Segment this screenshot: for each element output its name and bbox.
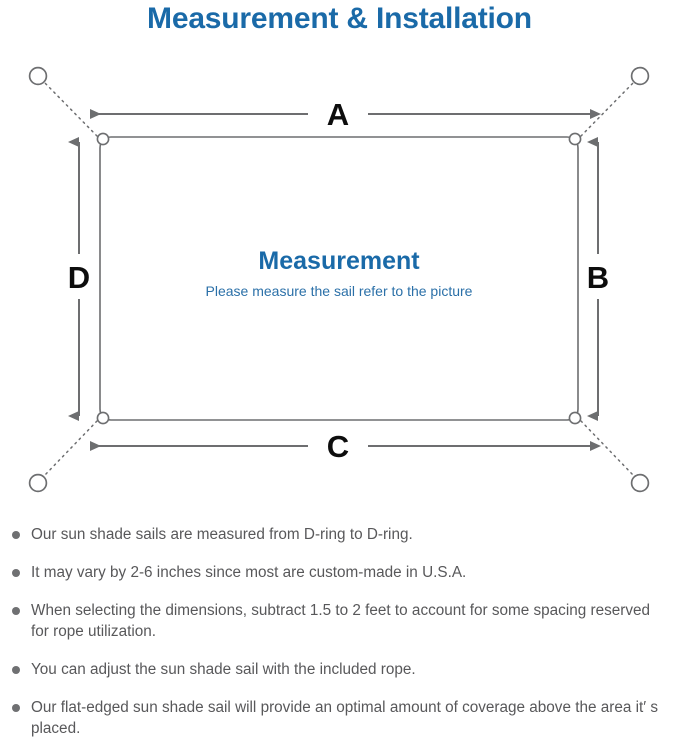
bullet-icon — [12, 704, 20, 712]
page-title: Measurement & Installation — [147, 2, 532, 35]
note-text: You can adjust the sun shade sail with t… — [31, 661, 416, 678]
rope-top-right — [580, 81, 635, 137]
list-item: When selecting the dimensions, subtract … — [0, 600, 679, 642]
center-subtitle: Please measure the sail refer to the pic… — [206, 283, 473, 299]
anchor-point-top-right — [630, 66, 650, 86]
bullet-icon — [12, 569, 20, 577]
anchor-point-bottom-right — [630, 473, 650, 493]
bullet-icon — [12, 531, 20, 539]
dimension-label-d: D — [68, 260, 90, 295]
list-item: You can adjust the sun shade sail with t… — [0, 659, 679, 680]
rope-top-left — [43, 81, 98, 137]
list-item: It may vary by 2-6 inches since most are… — [0, 562, 679, 583]
measurement-diagram: A C D B Measurement Please measure the s… — [0, 44, 679, 514]
bullet-icon — [12, 607, 20, 615]
notes-list: Our sun shade sails are measured from D-… — [0, 524, 679, 756]
note-text: It may vary by 2-6 inches since most are… — [31, 564, 467, 581]
anchor-point-bottom-left — [28, 473, 48, 493]
center-title: Measurement — [258, 247, 420, 275]
bullet-icon — [12, 666, 20, 674]
d-ring-bottom-left — [96, 411, 110, 425]
d-ring-top-left — [96, 132, 110, 146]
anchor-point-top-left — [28, 66, 48, 86]
dimension-label-c: C — [327, 429, 349, 464]
dimension-label-b: B — [587, 260, 609, 295]
d-ring-bottom-right — [568, 411, 582, 425]
list-item: Our flat-edged sun shade sail will provi… — [0, 697, 679, 739]
sail-body — [99, 136, 579, 421]
list-item: Our sun shade sails are measured from D-… — [0, 524, 679, 545]
rope-bottom-right — [580, 420, 635, 477]
note-text: Our sun shade sails are measured from D-… — [31, 526, 413, 543]
d-ring-top-right — [568, 132, 582, 146]
note-text: Our flat-edged sun shade sail will provi… — [31, 699, 659, 737]
dimension-label-a: A — [327, 97, 349, 132]
diagram-canvas: A C D B Measurement Please measure the s… — [28, 66, 650, 493]
rope-bottom-left — [43, 420, 98, 477]
note-text: When selecting the dimensions, subtract … — [31, 602, 651, 640]
